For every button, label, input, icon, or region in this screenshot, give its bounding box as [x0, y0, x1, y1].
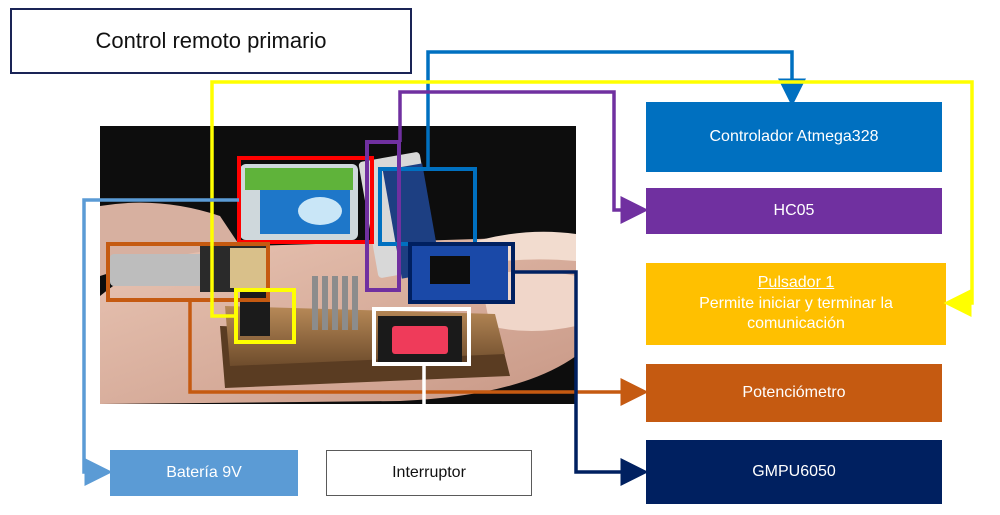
diagram-title: Control remoto primario — [10, 8, 412, 74]
prototype-photo — [100, 126, 576, 404]
hc05-label-box: HC05 — [646, 188, 942, 234]
hc05-label: HC05 — [773, 201, 815, 219]
potenciometro-label: Potenciómetro — [742, 383, 846, 401]
gmpu-label-box: GMPU6050 — [646, 440, 942, 504]
interruptor-label: Interruptor — [392, 463, 466, 481]
potenciometro-label-box: Potenciómetro — [646, 364, 942, 422]
pulsador-label-box: Pulsador 1 Permite iniciar y terminar la… — [646, 263, 946, 345]
atmega-label: Controlador Atmega328 — [709, 127, 879, 145]
pulsador-description: Permite iniciar y terminar la comunicaci… — [699, 294, 893, 333]
atmega-label-box: Controlador Atmega328 — [646, 102, 942, 172]
bateria-label: Batería 9V — [166, 463, 242, 481]
interruptor-label-box: Interruptor — [326, 450, 532, 496]
bateria-label-box: Batería 9V — [110, 450, 298, 496]
prototype-illustration — [100, 126, 576, 404]
pulsador-title: Pulsador 1 — [757, 273, 835, 291]
gmpu-label: GMPU6050 — [752, 462, 836, 480]
